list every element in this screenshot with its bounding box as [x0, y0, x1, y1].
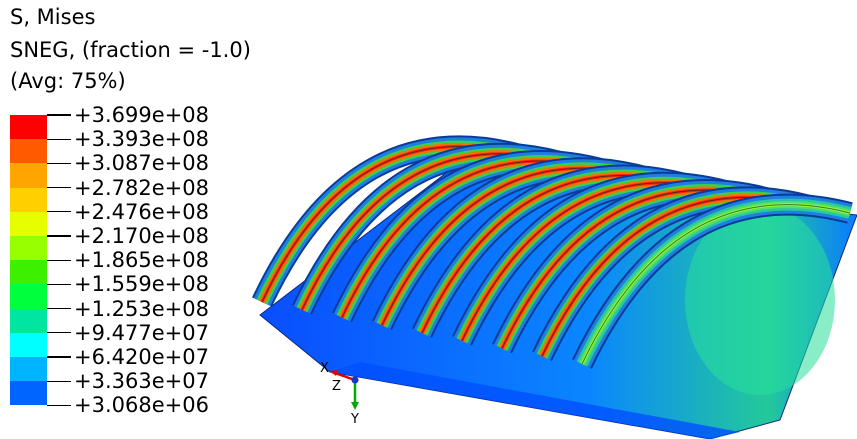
legend-tick	[47, 138, 71, 140]
triad-z-label: Z	[332, 379, 341, 394]
triad-x-label: X	[320, 361, 329, 376]
legend-tick	[47, 356, 71, 358]
legend-value: +3.068e+06	[74, 393, 209, 418]
legend-value: +2.476e+08	[74, 199, 209, 224]
legend-swatch	[10, 308, 47, 333]
legend-value: +2.170e+08	[74, 224, 209, 248]
legend-tick	[47, 380, 71, 382]
legend-value: +3.393e+08	[74, 127, 209, 152]
legend-swatch	[10, 163, 47, 188]
legend-swatch	[10, 115, 47, 140]
legend-swatch	[10, 381, 47, 406]
legend-value: +1.253e+08	[74, 296, 209, 321]
stiffener-rib	[581, 204, 851, 365]
section-point-label: SNEG, (fraction = -1.0)	[10, 38, 251, 62]
legend-swatch	[10, 236, 47, 261]
legend-value: +6.420e+07	[74, 345, 209, 369]
legend-tick	[47, 186, 71, 189]
legend-tick	[47, 332, 71, 334]
legend-swatch	[10, 187, 47, 212]
legend-tick	[47, 259, 71, 261]
legend-swatch	[10, 357, 47, 382]
averaging-label: (Avg: 75%)	[10, 69, 126, 93]
legend-swatch	[10, 139, 47, 164]
triad-arrows-icon	[330, 370, 359, 410]
legend-value: +1.559e+08	[74, 272, 209, 297]
legend-value: +3.699e+08	[74, 103, 209, 127]
triad-y-label: Y	[351, 412, 359, 427]
legend-tick	[47, 404, 71, 407]
legend-value: +1.865e+08	[74, 248, 209, 273]
legend-value: +9.477e+07	[74, 320, 209, 345]
legend-swatch	[10, 284, 47, 309]
legend-value: +3.087e+08	[74, 151, 209, 176]
legend-tick	[47, 283, 71, 286]
legend-swatch	[10, 260, 47, 285]
legend-swatch	[10, 211, 47, 236]
orientation-triad: X Z Y	[310, 356, 370, 426]
legend-value: +2.782e+08	[74, 175, 209, 200]
legend-tick	[47, 162, 71, 165]
legend-tick	[47, 307, 71, 310]
legend-tick	[47, 235, 71, 237]
legend-swatch	[10, 332, 47, 357]
legend-tick	[47, 114, 71, 116]
legend-value: +3.363e+07	[74, 369, 209, 394]
stiffener-ribs	[252, 135, 853, 369]
contour-variable-label: S, Mises	[10, 5, 96, 29]
legend-tick	[47, 211, 71, 213]
